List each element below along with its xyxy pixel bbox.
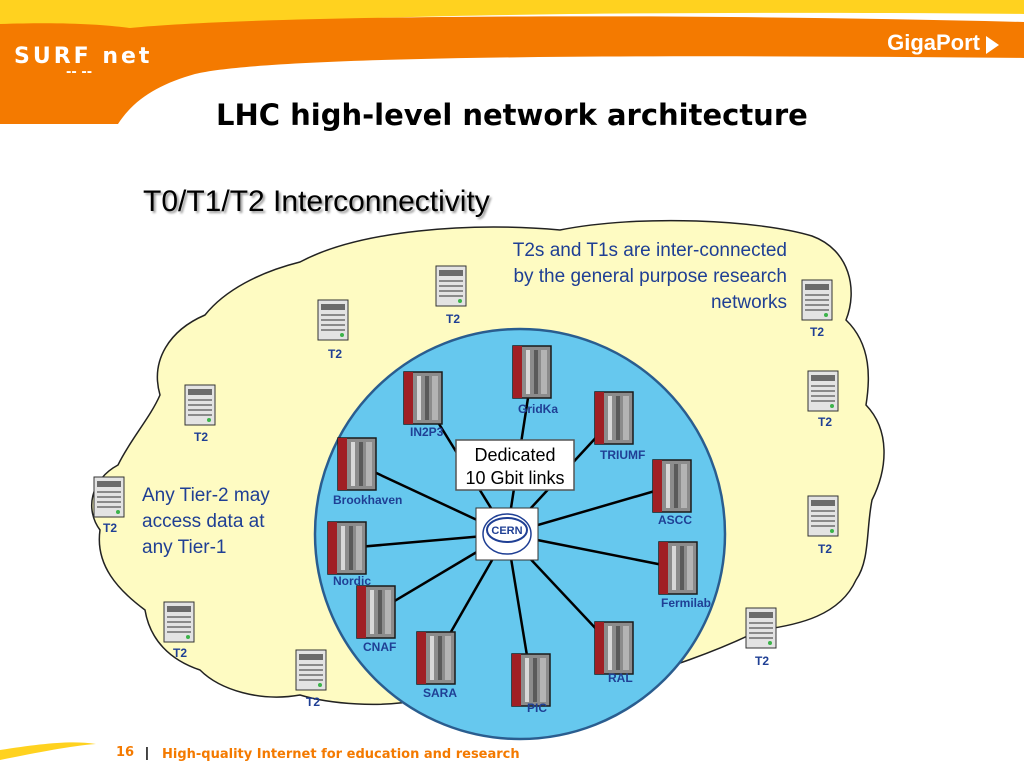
tier2-label: T2 bbox=[818, 415, 832, 429]
tier1-server-in2p3: IN2P3 bbox=[403, 371, 444, 439]
footer-separator: | bbox=[145, 744, 149, 760]
tier1-label: Nordic bbox=[333, 574, 371, 588]
annotation-top-line-2: by the general purpose research bbox=[513, 266, 787, 287]
cern-hub: CERN bbox=[475, 507, 539, 561]
tier2-server: T2 bbox=[163, 601, 195, 660]
dedicated-links-box: Dedicated 10 Gbit links bbox=[455, 439, 575, 491]
tier2-label: T2 bbox=[306, 695, 320, 709]
tier2-server: T2 bbox=[435, 265, 467, 326]
tier2-server: T2 bbox=[745, 607, 777, 668]
gigaport-brand: GigaPort bbox=[887, 30, 980, 55]
tier1-label: CNAF bbox=[363, 640, 396, 654]
tier1-label: ASCC bbox=[658, 513, 692, 527]
tier1-server-gridka: GridKa bbox=[512, 345, 558, 416]
tier1-label: IN2P3 bbox=[410, 425, 444, 439]
tier1-label: Fermilab bbox=[661, 596, 711, 610]
tier1-server-fermilab: Fermilab bbox=[658, 541, 711, 610]
dedicated-links-line-1: Dedicated bbox=[474, 445, 555, 465]
tier1-server-nordic: Nordic bbox=[327, 521, 371, 588]
tier2-server: T2 bbox=[801, 279, 833, 339]
tier2-server: T2 bbox=[295, 649, 327, 709]
tier1-server-ascc: ASCC bbox=[652, 459, 692, 527]
tier1-server-triumf: TRIUMF bbox=[594, 391, 645, 462]
tier1-label: SARA bbox=[423, 686, 457, 700]
tier2-label: T2 bbox=[173, 646, 187, 660]
tier2-server: T2 bbox=[807, 370, 839, 429]
tier1-label: Brookhaven bbox=[333, 493, 402, 507]
tier1-label: GridKa bbox=[518, 402, 558, 416]
annotation-left-line-3: any Tier-1 bbox=[142, 537, 226, 558]
tier2-label: T2 bbox=[328, 347, 342, 361]
page-number: 16 bbox=[116, 745, 135, 760]
tier1-label: PIC bbox=[527, 701, 547, 715]
slide-subtitle: T0/T1/T2 Interconnectivity bbox=[143, 185, 490, 218]
tier1-server-sara: SARA bbox=[416, 631, 457, 700]
tier1-label: TRIUMF bbox=[600, 448, 645, 462]
tier2-label: T2 bbox=[194, 430, 208, 444]
tier1-server-pic: PIC bbox=[511, 653, 551, 715]
tier2-server: T2 bbox=[317, 299, 349, 361]
tier2-server: T2 bbox=[93, 476, 125, 535]
arrow-right-icon bbox=[986, 36, 999, 54]
logo-mark: ‐‐ ‐‐ bbox=[66, 65, 93, 80]
annotation-top-line-1: T2s and T1s are inter-connected bbox=[513, 240, 787, 261]
footer-swoosh bbox=[0, 742, 96, 760]
tier2-label: T2 bbox=[755, 654, 769, 668]
page-title: LHC high-level network architecture bbox=[216, 98, 808, 132]
tier1-server-ral: RAL bbox=[594, 621, 634, 685]
dedicated-links-line-2: 10 Gbit links bbox=[465, 468, 564, 488]
tier2-label: T2 bbox=[103, 521, 117, 535]
tier2-server: T2 bbox=[184, 384, 216, 444]
tier2-label: T2 bbox=[810, 325, 824, 339]
annotation-left-line-1: Any Tier-2 may bbox=[142, 485, 270, 506]
tier2-label: T2 bbox=[446, 312, 460, 326]
tier1-server-cnaf: CNAF bbox=[356, 585, 396, 654]
tier1-label: RAL bbox=[608, 671, 633, 685]
cern-hub-label: CERN bbox=[491, 525, 522, 537]
footer-tagline: High-quality Internet for education and … bbox=[162, 747, 520, 762]
tier2-label: T2 bbox=[818, 542, 832, 556]
annotation-top-line-3: networks bbox=[711, 292, 787, 313]
surfnet-logo: SURF net bbox=[14, 44, 153, 69]
tier2-server: T2 bbox=[807, 495, 839, 556]
annotation-left-line-2: access data at bbox=[142, 511, 265, 532]
tier1-server-brookhaven: Brookhaven bbox=[333, 437, 402, 507]
header-band bbox=[0, 0, 1024, 124]
